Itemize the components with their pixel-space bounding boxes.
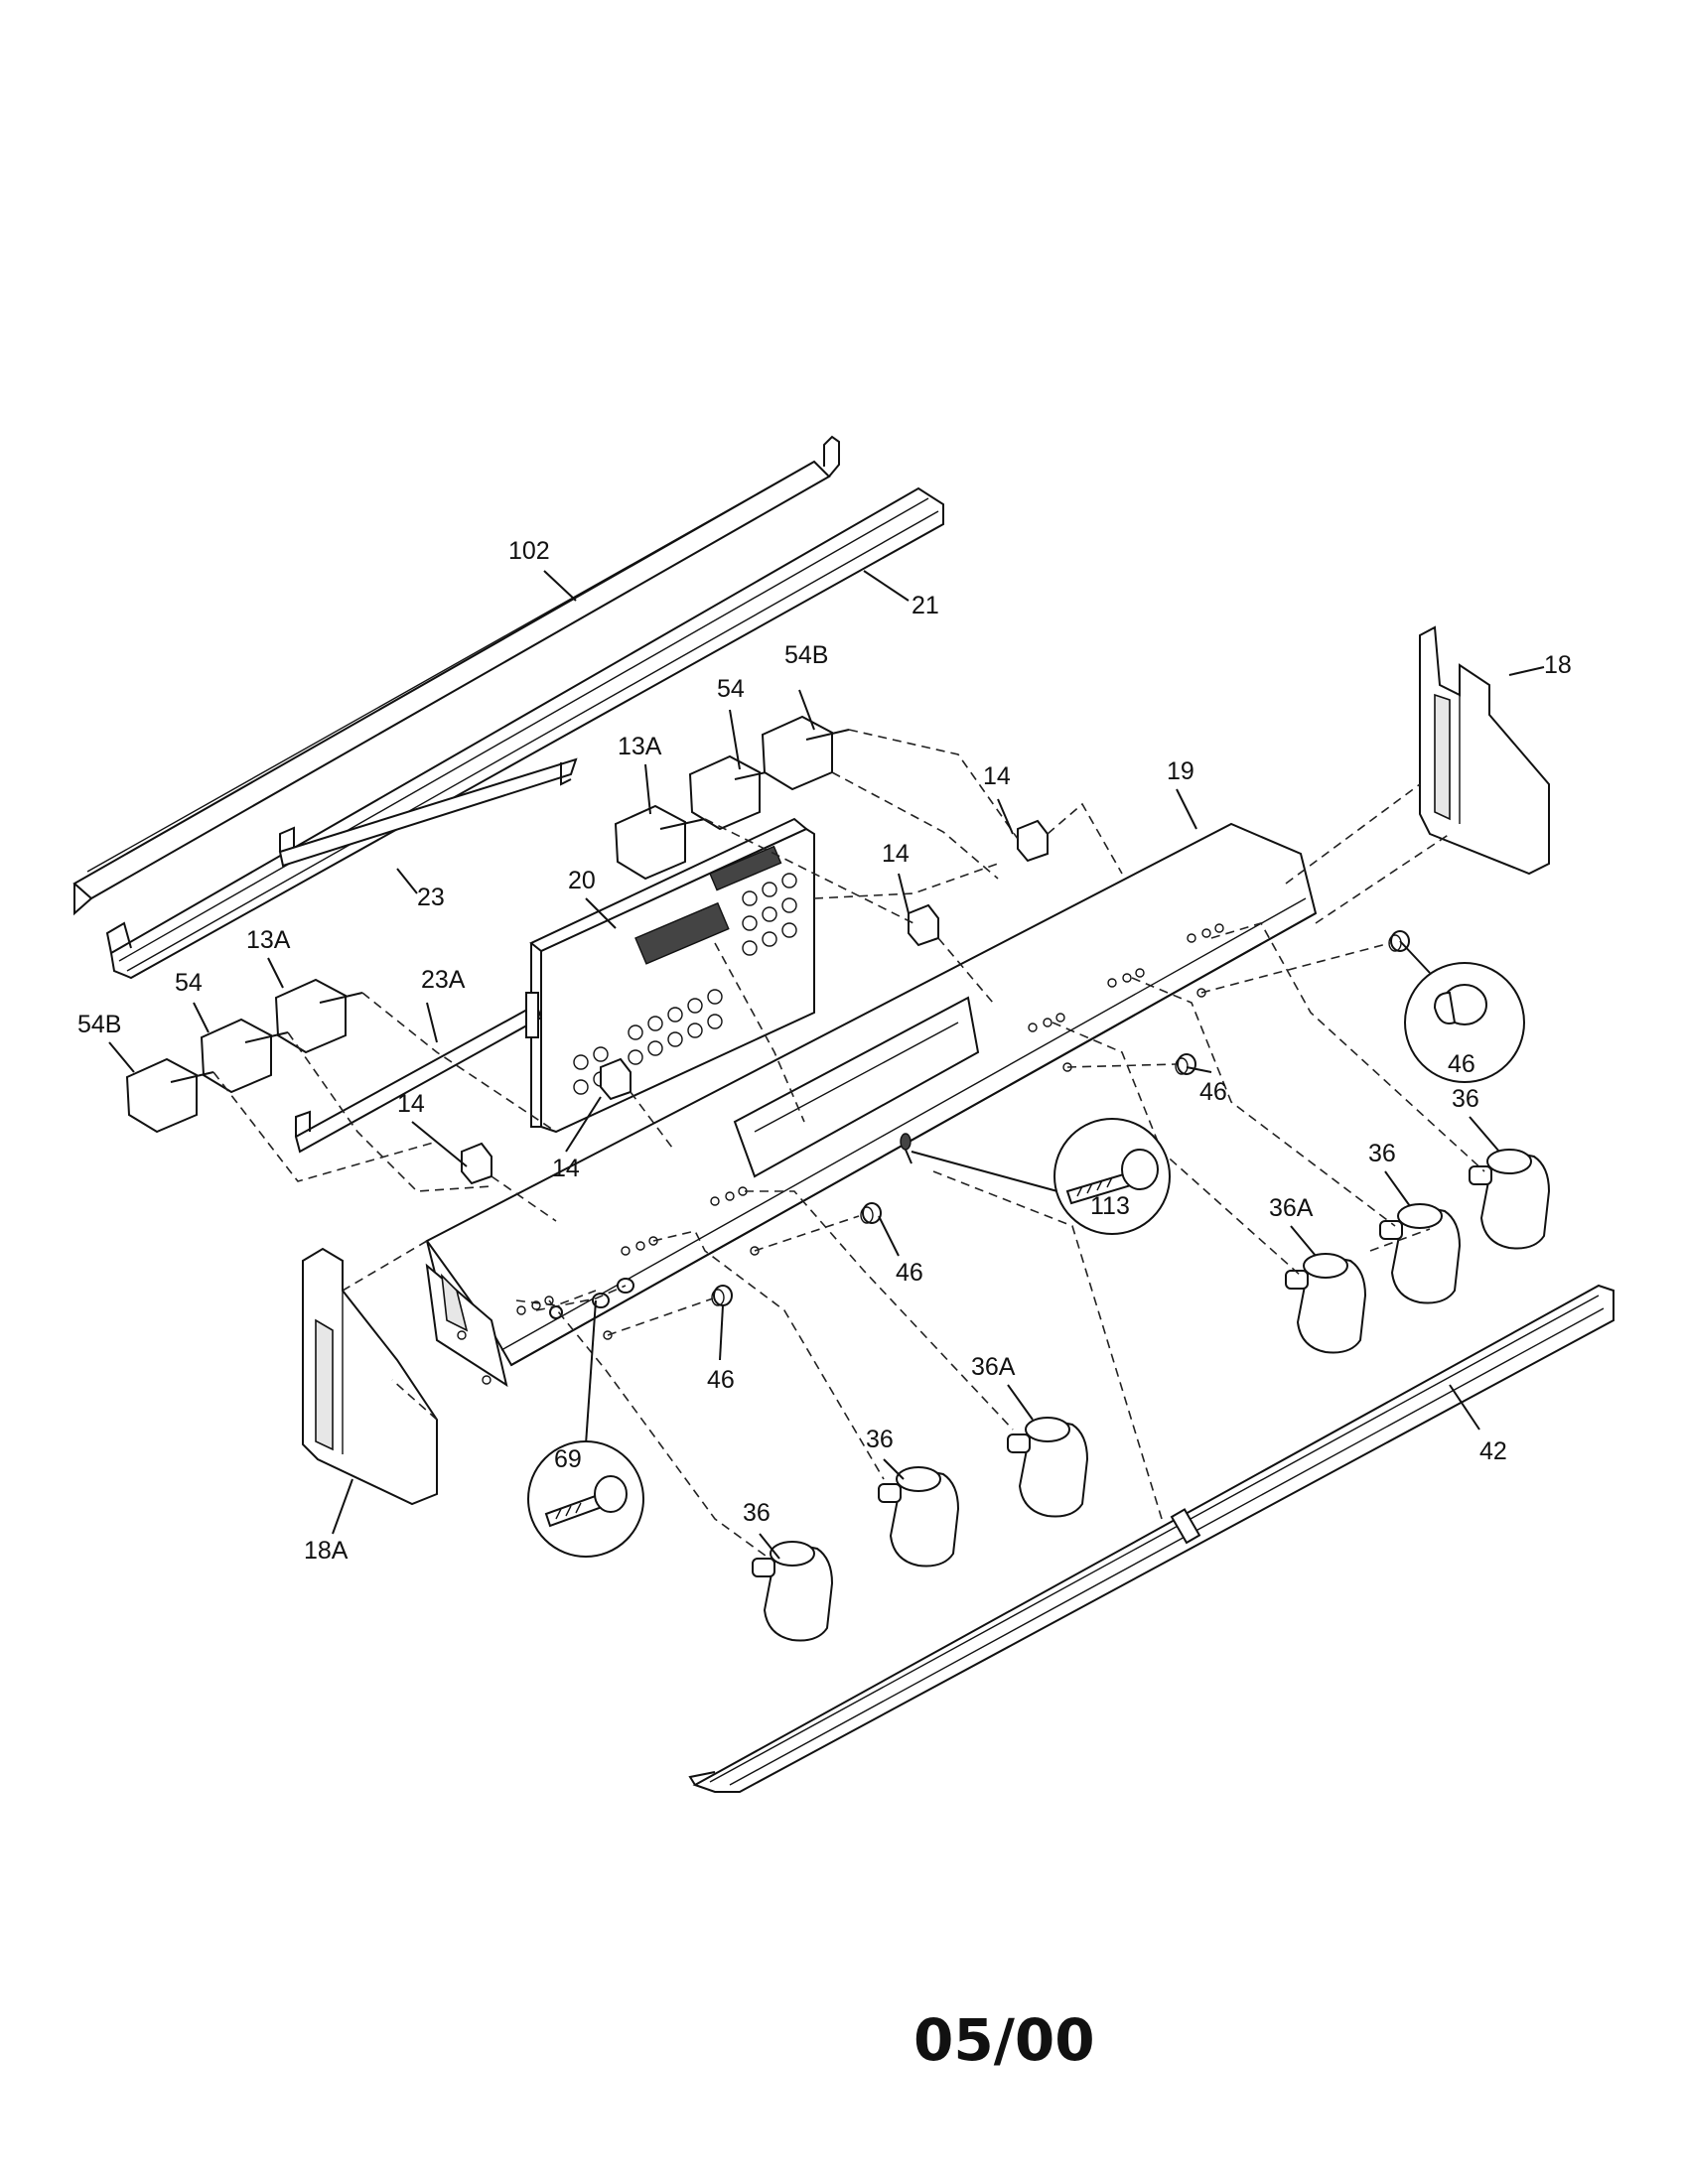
knob-36-mid bbox=[1379, 1203, 1462, 1304]
switch-54-left bbox=[200, 1018, 289, 1094]
part-42-trim bbox=[688, 1284, 1614, 1793]
label-102: 102 bbox=[508, 537, 550, 565]
part-18A-end-cap bbox=[302, 1247, 438, 1506]
label-54B-top: 54B bbox=[784, 641, 828, 669]
knob-36-center bbox=[878, 1466, 960, 1568]
switch-13A-top bbox=[614, 804, 706, 881]
knob-36A-right bbox=[1285, 1253, 1367, 1354]
switch-54B-top bbox=[761, 715, 850, 791]
part-21-channel bbox=[105, 486, 944, 980]
knob-36A-left bbox=[1007, 1417, 1089, 1518]
callout-69 bbox=[527, 1299, 644, 1558]
assembly-lines bbox=[212, 729, 1485, 1560]
part-20-control-board bbox=[525, 817, 815, 1134]
bushing-46-a bbox=[1175, 1053, 1196, 1075]
label-46-b: 46 bbox=[896, 1259, 923, 1287]
part-labels: 102 21 18 19 54B 54 13A 14 14 23 20 13A … bbox=[77, 537, 1572, 1565]
leader-lines bbox=[108, 570, 1545, 1560]
label-113: 113 bbox=[1090, 1192, 1130, 1220]
label-69: 69 bbox=[554, 1445, 582, 1473]
knob-36-left bbox=[752, 1541, 834, 1642]
label-21: 21 bbox=[912, 592, 939, 619]
label-36-d: 36 bbox=[743, 1499, 771, 1527]
label-14-a: 14 bbox=[983, 762, 1011, 790]
label-54B-left: 54B bbox=[77, 1011, 121, 1038]
part-19-panel bbox=[425, 822, 1318, 1388]
label-18A: 18A bbox=[304, 1537, 349, 1565]
footer-date: 05/00 bbox=[913, 2006, 1095, 2074]
callout-113 bbox=[911, 1118, 1171, 1235]
label-23: 23 bbox=[417, 884, 445, 911]
label-36-c: 36 bbox=[866, 1426, 894, 1453]
label-42: 42 bbox=[1479, 1437, 1507, 1465]
switch-54B-left bbox=[125, 1057, 214, 1134]
part-23-bracket bbox=[278, 757, 578, 868]
screw-113-on-panel bbox=[900, 1133, 912, 1164]
label-54-left: 54 bbox=[175, 969, 203, 997]
part-18-end-cap bbox=[1419, 625, 1550, 876]
label-13A-left: 13A bbox=[246, 926, 291, 954]
bushing-46-b bbox=[860, 1202, 882, 1224]
label-36-a: 36 bbox=[1452, 1085, 1479, 1113]
label-36A-a: 36A bbox=[1269, 1194, 1314, 1222]
label-14-c: 14 bbox=[397, 1090, 425, 1118]
clip-14-b bbox=[1017, 819, 1049, 863]
label-23A: 23A bbox=[421, 966, 466, 994]
label-46-callout: 46 bbox=[1448, 1050, 1475, 1078]
label-46-a: 46 bbox=[1199, 1078, 1227, 1106]
label-20: 20 bbox=[568, 867, 596, 894]
callout-46 bbox=[1399, 940, 1525, 1083]
label-36A-b: 36A bbox=[971, 1353, 1016, 1381]
part-102-rail bbox=[72, 435, 840, 916]
label-18: 18 bbox=[1544, 651, 1572, 679]
label-13A-top: 13A bbox=[618, 733, 662, 760]
label-36-b: 36 bbox=[1368, 1140, 1396, 1167]
clip-14-a bbox=[908, 903, 939, 947]
label-14-b: 14 bbox=[882, 840, 910, 868]
label-14-d: 14 bbox=[552, 1155, 580, 1182]
knob-36-right bbox=[1469, 1149, 1551, 1250]
label-54-top: 54 bbox=[717, 675, 745, 703]
label-46-c: 46 bbox=[707, 1366, 735, 1394]
clip-14-c bbox=[461, 1142, 492, 1185]
label-19: 19 bbox=[1167, 757, 1194, 785]
clip-14-d bbox=[600, 1057, 632, 1101]
bushing-46-c bbox=[711, 1285, 733, 1306]
switch-13A-left bbox=[274, 978, 363, 1054]
